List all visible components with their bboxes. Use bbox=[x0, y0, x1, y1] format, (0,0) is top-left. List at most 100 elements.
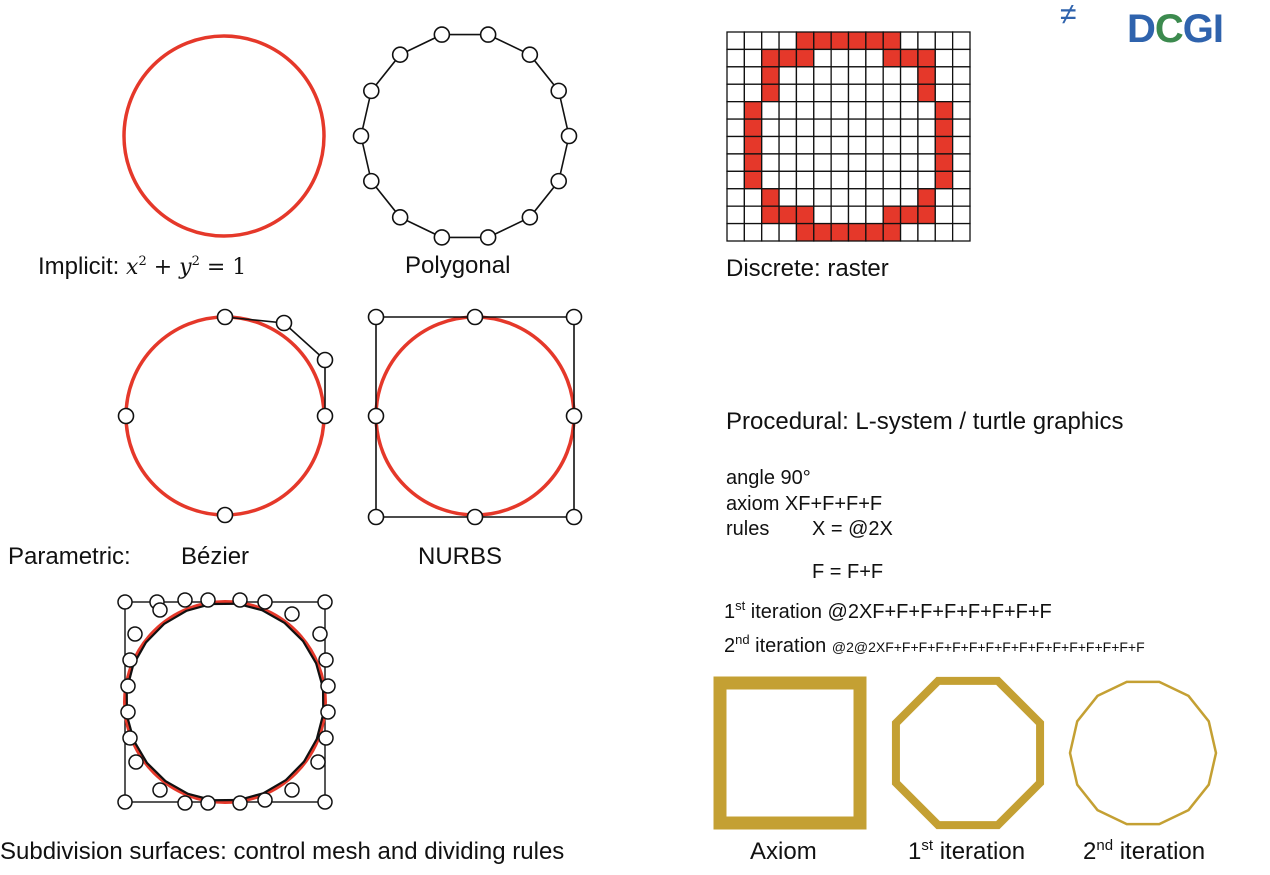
raster-cell bbox=[761, 118, 780, 138]
subdivision-node bbox=[127, 626, 143, 642]
subdivision-node bbox=[320, 678, 336, 694]
subdivision-node bbox=[120, 704, 136, 720]
polygonal-node bbox=[479, 26, 497, 43]
polygonal-node bbox=[550, 82, 568, 100]
raster-cell bbox=[830, 118, 850, 138]
raster-cell bbox=[726, 205, 746, 225]
raster-cell bbox=[847, 170, 867, 190]
subdivision-node bbox=[284, 782, 300, 798]
raster-cell bbox=[813, 153, 832, 172]
raster-cell bbox=[934, 48, 954, 68]
subdivision-node bbox=[177, 795, 193, 811]
raster-cell-filled bbox=[743, 153, 763, 172]
raster-cell-filled bbox=[934, 153, 954, 172]
iter1-word: iteration bbox=[745, 601, 828, 623]
raster-cell bbox=[917, 101, 936, 120]
raster-cell bbox=[830, 205, 850, 225]
raster-cell bbox=[743, 31, 763, 51]
raster-cell bbox=[778, 66, 798, 85]
raster-cell-filled bbox=[813, 222, 832, 242]
polygonal-node bbox=[560, 127, 578, 145]
iter2-word: iteration bbox=[749, 635, 832, 657]
bezier-circle bbox=[117, 308, 334, 524]
raster-cell bbox=[795, 188, 815, 207]
raster-cell bbox=[778, 118, 798, 138]
raster-cell bbox=[813, 135, 832, 155]
iter1-value: @2XF+F+F+F+F+F+F+F bbox=[827, 601, 1052, 623]
raster-cell bbox=[917, 135, 936, 155]
subdivision-node bbox=[128, 754, 144, 770]
raster-cell bbox=[917, 170, 936, 190]
raster-cell bbox=[778, 31, 798, 51]
raster-cell bbox=[934, 205, 954, 225]
raster-cell-filled bbox=[917, 66, 936, 85]
cap1-sup: st bbox=[921, 837, 934, 854]
raster-cell-filled bbox=[847, 222, 867, 242]
caption-iteration1: 1st iteration bbox=[908, 837, 1025, 864]
raster-cell bbox=[847, 83, 867, 103]
raster-cell-filled bbox=[865, 222, 884, 242]
raster-cell-filled bbox=[795, 222, 815, 242]
raster-cell-filled bbox=[917, 83, 936, 103]
raster-cell-filled bbox=[761, 188, 780, 207]
procedural-label: Procedural: L-system / turtle graphics bbox=[726, 408, 1124, 435]
subdivision-node bbox=[257, 594, 273, 610]
raster-cell bbox=[726, 31, 746, 51]
raster-cell-filled bbox=[882, 31, 902, 51]
raster-cell-filled bbox=[743, 118, 763, 138]
raster-cell-filled bbox=[830, 31, 850, 51]
raster-cell bbox=[795, 66, 815, 85]
polygonal-node bbox=[391, 46, 409, 63]
raster-cell bbox=[778, 222, 798, 242]
raster-cell-filled bbox=[882, 222, 902, 242]
raster-cell bbox=[743, 66, 763, 85]
subdivision-node bbox=[317, 594, 333, 610]
raster-cell bbox=[813, 48, 832, 68]
raster-cell bbox=[726, 188, 746, 207]
raster-cell bbox=[813, 170, 832, 190]
raster-cell bbox=[865, 83, 884, 103]
raster-cell-filled bbox=[761, 205, 780, 225]
raster-cell bbox=[795, 83, 815, 103]
raster-cell bbox=[917, 31, 936, 51]
raster-cell bbox=[761, 31, 780, 51]
raster-cell bbox=[813, 205, 832, 225]
raster-cell-filled bbox=[934, 170, 954, 190]
logo-mark: ≠ bbox=[1060, 0, 1077, 31]
raster-cell-filled bbox=[882, 205, 902, 225]
subdivision-node bbox=[152, 602, 168, 618]
iter1-num: 1 bbox=[724, 601, 736, 623]
cap2-num: 2 bbox=[1083, 838, 1097, 865]
raster-cell bbox=[917, 153, 936, 172]
subdivision-node bbox=[152, 782, 168, 798]
raster-cell bbox=[813, 101, 832, 120]
raster-cell bbox=[847, 188, 867, 207]
polygonal-node bbox=[433, 26, 451, 43]
raster-cell bbox=[847, 153, 867, 172]
raster-cell bbox=[951, 222, 971, 242]
raster-cell bbox=[726, 118, 746, 138]
raster-cell bbox=[951, 170, 971, 190]
raster-cell bbox=[865, 48, 884, 68]
raster-cell bbox=[865, 66, 884, 85]
subdivision-node bbox=[200, 592, 216, 608]
raster-cell-filled bbox=[847, 31, 867, 51]
raster-cell-filled bbox=[899, 48, 919, 68]
raster-cell bbox=[934, 222, 954, 242]
raster-cell bbox=[726, 48, 746, 68]
polygonal-node bbox=[352, 127, 370, 145]
lsystem-rule-f: F = F+F bbox=[812, 561, 884, 583]
polygonal-node bbox=[521, 46, 539, 63]
raster-cell-filled bbox=[743, 170, 763, 190]
raster-cell bbox=[882, 66, 902, 85]
raster-cell bbox=[934, 188, 954, 207]
caption-iteration2: 2nd iteration bbox=[1083, 838, 1205, 865]
iter2-value: @2@2XF+F+F+F+F+F+F+F+F+F+F+F+F+F+F+F bbox=[831, 639, 1145, 655]
raster-cell bbox=[830, 66, 850, 85]
raster-cell bbox=[726, 66, 746, 85]
raster-cell bbox=[899, 170, 919, 190]
polygonal-node bbox=[391, 209, 409, 226]
raster-cell bbox=[726, 222, 746, 242]
raster-cell bbox=[847, 118, 867, 138]
